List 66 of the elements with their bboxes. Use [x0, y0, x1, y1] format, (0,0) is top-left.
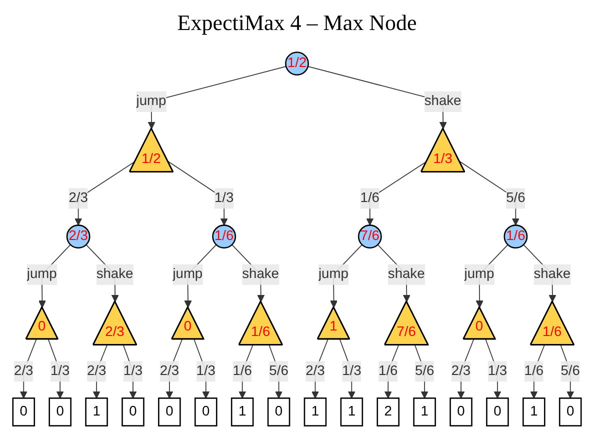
arrow	[560, 344, 574, 398]
arrow	[459, 160, 520, 226]
edge-label: 2/3	[160, 364, 180, 378]
arrow	[194, 338, 210, 398]
node-circle: 1/6	[212, 224, 236, 248]
edge-label: shake	[96, 266, 134, 282]
node-box: 0	[267, 398, 290, 426]
arrow	[311, 338, 328, 398]
node-circle: 1/2	[285, 52, 309, 76]
node-circle: 1/6	[504, 224, 528, 248]
node-box: 0	[122, 398, 144, 426]
arrow	[268, 344, 283, 398]
edge-label: shake	[388, 266, 425, 282]
node-box: 0	[48, 398, 72, 426]
edge-label: 1/3	[214, 190, 234, 206]
edge-label: shake	[534, 266, 571, 282]
node-box: 1	[413, 398, 436, 426]
edge-label: shake	[242, 266, 279, 282]
edge-label: 5/6	[560, 364, 580, 378]
edge-label: 2/3	[306, 364, 325, 378]
arrow	[74, 160, 136, 226]
arrow	[339, 338, 356, 398]
node-box: 1	[340, 398, 364, 426]
node-box: 0	[450, 398, 472, 426]
edge-label: 5/6	[269, 364, 288, 378]
node-box: 0	[158, 398, 181, 426]
node-box: 0	[558, 398, 582, 426]
edge-label: 1/6	[378, 364, 398, 378]
edge-label: 2/3	[14, 364, 34, 378]
edge-label: 1/6	[524, 364, 544, 378]
node-box: 1	[85, 398, 108, 426]
edge-label: 1/3	[342, 364, 362, 378]
edge-label: 5/6	[414, 364, 434, 378]
arrow	[48, 338, 64, 398]
arrow	[485, 338, 502, 398]
edge-label: 1/3	[488, 364, 508, 378]
edge-label: jump	[26, 266, 57, 282]
arrow	[122, 344, 137, 398]
edge-label: 1/3	[50, 364, 70, 378]
node-box: 0	[12, 398, 36, 426]
arrow	[238, 344, 254, 398]
node-box: 0	[486, 398, 509, 426]
edge-label: 2/3	[68, 190, 88, 206]
node-box: 1	[304, 398, 327, 426]
node-box: 0	[194, 398, 218, 426]
edge-label: 2/3	[451, 364, 471, 378]
edge-label: 1/3	[123, 364, 143, 378]
diagram-title: ExpectiMax 4 – Max Node	[177, 10, 417, 36]
edge-label: 1/6	[232, 364, 252, 378]
edge-label: jump	[136, 94, 166, 109]
edge-label: jump	[318, 266, 348, 282]
edge-label: 5/6	[506, 190, 526, 206]
arrow	[92, 344, 108, 398]
arrow	[414, 344, 428, 398]
node-circle: 2/3	[66, 224, 90, 248]
node-box: 2	[376, 398, 400, 426]
node-circle: 7/6	[358, 224, 382, 248]
node-box: 1	[522, 398, 546, 426]
edge-label: 1/3	[196, 364, 216, 378]
arrow	[167, 160, 228, 226]
edge-label: jump	[172, 266, 203, 282]
edge-label: shake	[424, 94, 462, 109]
edge-label: 1/6	[360, 190, 380, 206]
node-box: 1	[230, 398, 254, 426]
edge-label: 2/3	[86, 364, 106, 378]
edge-label: jump	[464, 266, 494, 282]
